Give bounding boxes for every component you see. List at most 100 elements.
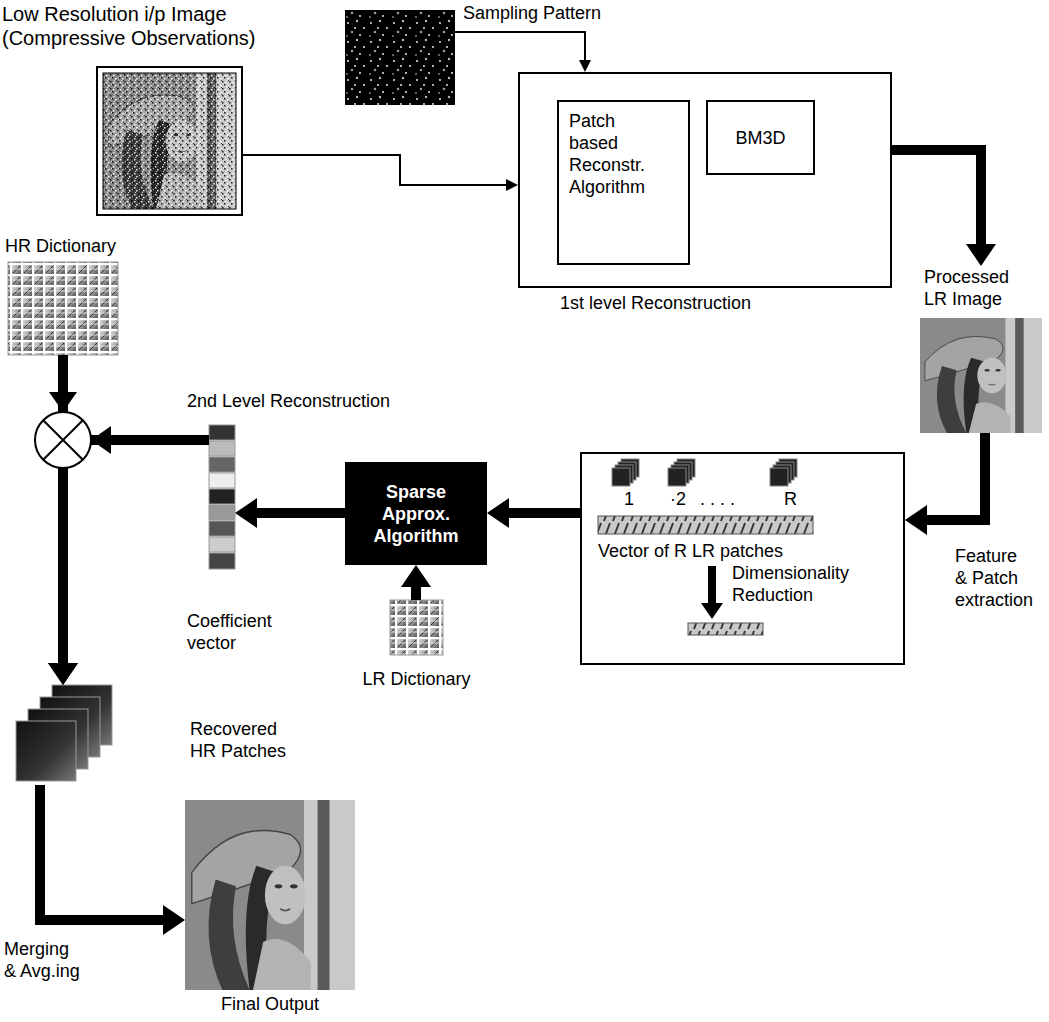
coefficient-cell bbox=[209, 537, 235, 552]
coefficient-column bbox=[209, 425, 235, 569]
patch bbox=[612, 468, 630, 486]
coefficient-cell bbox=[209, 505, 235, 520]
arrow-shaft bbox=[253, 508, 345, 518]
arrow-head bbox=[235, 498, 257, 528]
lr-dictionary-image bbox=[390, 600, 443, 655]
node-text: Low Resolution i/p Image (Compressive Ob… bbox=[2, 2, 312, 50]
process-box: BM3D bbox=[706, 100, 815, 175]
arrow-shaft bbox=[505, 508, 580, 518]
dictionary-node: LR Dictionary bbox=[390, 600, 443, 655]
coefficient-cell bbox=[209, 521, 235, 536]
node-text: 1 bbox=[624, 488, 634, 510]
stage-label: 2nd Level Reconstruction bbox=[187, 390, 447, 412]
arrow-head bbox=[91, 426, 111, 454]
arrow-shaft bbox=[892, 150, 981, 248]
input-image-node: Low Resolution i/p Image (Compressive Ob… bbox=[97, 67, 242, 215]
patch-vector bbox=[598, 516, 813, 534]
coefficient-cell bbox=[209, 457, 235, 472]
node-text: Sampling Pattern bbox=[463, 2, 633, 24]
arrow-head bbox=[48, 663, 78, 685]
arrow-head bbox=[701, 603, 723, 619]
input-image bbox=[97, 67, 242, 215]
pattern-dots bbox=[345, 10, 455, 105]
patch-stacks bbox=[612, 459, 797, 486]
flow-arrow bbox=[401, 565, 431, 600]
coefficient-cell bbox=[209, 489, 235, 504]
dictionary-node: HR Dictionary bbox=[8, 262, 118, 355]
coefficient-cell bbox=[209, 553, 235, 569]
arrow-head bbox=[49, 392, 77, 412]
algorithm-box: Sparse Approx. Algorithm bbox=[345, 462, 487, 565]
noise-overlay bbox=[103, 73, 236, 209]
image-node: Processed LR Image bbox=[918, 266, 1044, 433]
flow-arrow bbox=[40, 785, 185, 935]
patch bbox=[668, 468, 686, 486]
stage-box: 1·2. . . .RVector of R LR patchesDimensi… bbox=[580, 452, 905, 665]
arrow-shaft bbox=[242, 155, 508, 185]
coefficient-cell bbox=[209, 425, 235, 440]
step-label: Merging & Avg.ing bbox=[4, 938, 84, 982]
multiply-cross bbox=[43, 420, 83, 460]
patch bbox=[16, 721, 76, 781]
multiply-symbol bbox=[35, 392, 111, 468]
reduced-vector bbox=[688, 623, 763, 635]
coefficient-node: Coefficient vector bbox=[209, 425, 235, 570]
arrow-shaft bbox=[40, 785, 167, 920]
arrow-head bbox=[48, 663, 78, 685]
arrow-head bbox=[579, 60, 591, 72]
coefficient-cell bbox=[209, 441, 235, 456]
node-text: Recovered HR Patches bbox=[190, 718, 290, 762]
node-text: Coefficient vector bbox=[187, 610, 297, 654]
arrow-shaft bbox=[708, 566, 716, 606]
coefficient-cell bbox=[209, 473, 235, 488]
image-frame bbox=[97, 67, 242, 215]
sampling-pattern-image bbox=[345, 10, 455, 105]
node-text: R bbox=[784, 488, 797, 510]
processed-portrait bbox=[920, 318, 1042, 433]
noisy-portrait bbox=[103, 73, 236, 209]
reduction-arrow bbox=[701, 566, 723, 619]
sampling-pattern-node: Sampling Pattern bbox=[345, 10, 455, 105]
flow-arrow bbox=[235, 498, 345, 528]
stage-box: 1st level ReconstructionPatch based Reco… bbox=[518, 72, 892, 288]
node-text: 1st level Reconstruction bbox=[560, 292, 860, 314]
node-text: Patch based Reconstr. Algorithm bbox=[569, 110, 664, 198]
node-text: Processed LR Image bbox=[924, 266, 1029, 310]
node-text: Vector of R LR patches bbox=[598, 540, 878, 562]
process-box: Patch based Reconstr. Algorithm bbox=[557, 100, 690, 265]
node-text: BM3D bbox=[721, 127, 801, 149]
arrow-shaft bbox=[455, 32, 585, 62]
flow-arrow bbox=[487, 498, 580, 528]
arrow-head bbox=[966, 244, 996, 266]
node-text: Sparse Approx. Algorithm bbox=[360, 481, 472, 547]
arrow-head bbox=[163, 905, 185, 935]
flow-arrow bbox=[905, 433, 985, 535]
patches-node: Recovered HR Patches bbox=[15, 685, 115, 785]
recovered-patches-image bbox=[16, 685, 112, 781]
pattern-ground bbox=[345, 10, 455, 105]
node-text: HR Dictionary bbox=[5, 235, 155, 257]
patch bbox=[770, 468, 788, 486]
node-text: LR Dictionary bbox=[360, 668, 473, 690]
arrow-head bbox=[905, 505, 927, 535]
output-portrait bbox=[185, 800, 355, 990]
multiply-cross bbox=[43, 420, 83, 460]
node-text: ·2 bbox=[670, 488, 686, 510]
flow-arrow bbox=[455, 32, 591, 72]
multiply-circle bbox=[35, 412, 91, 468]
flow-arrow bbox=[48, 440, 209, 685]
flow-arrow bbox=[892, 150, 996, 266]
arrow-head bbox=[487, 498, 509, 528]
step-label: Feature & Patch extraction bbox=[955, 545, 1032, 611]
node-text: Dimensionality Reduction bbox=[732, 562, 872, 606]
flow-arrow bbox=[242, 155, 518, 191]
image-frame bbox=[103, 73, 236, 209]
output-image-node: Final Output bbox=[185, 800, 355, 990]
arrow-shaft bbox=[923, 433, 985, 520]
arrow-head bbox=[401, 565, 431, 587]
node-text: Final Output bbox=[185, 993, 355, 1015]
hr-dictionary-image bbox=[8, 262, 118, 355]
